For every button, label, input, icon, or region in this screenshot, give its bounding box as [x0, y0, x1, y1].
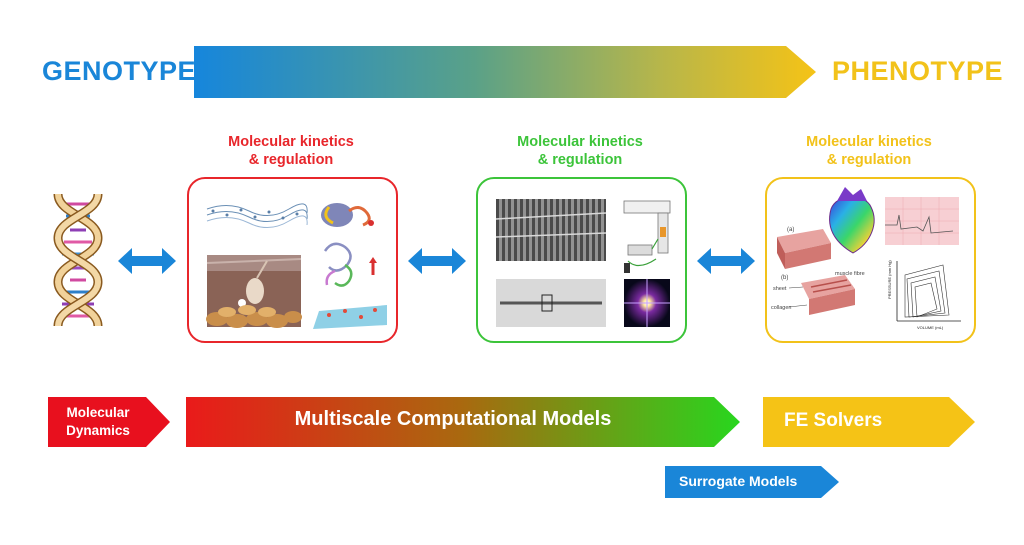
stage-1-title: Molecular kinetics & regulation: [228, 134, 354, 168]
double-arrow-icon: [408, 248, 466, 274]
stage-2-box: [476, 177, 687, 343]
microscopy-figure: [495, 199, 671, 327]
stage-1-box: [187, 177, 398, 343]
svg-text:(a): (a): [787, 227, 794, 233]
surrogate-models-label: Surrogate Models: [679, 473, 798, 489]
dna-helix-icon: [53, 193, 103, 326]
molecular-structures-figure: [206, 203, 387, 329]
stage-3-box: (a) (b) muscle fibre sheet collagen: [765, 177, 976, 343]
molecular-dynamics-label: Molecular Dynamics: [66, 405, 130, 438]
svg-text:(b): (b): [781, 275, 788, 281]
svg-text:sheet: sheet: [773, 286, 787, 292]
stage-3-title: Molecular kinetics & regulation: [806, 134, 932, 168]
double-arrow-icon: [118, 248, 176, 274]
molecular-dynamics-banner: [48, 397, 170, 447]
genotype-label: GENOTYPE: [42, 56, 197, 86]
svg-text:muscle fibre: muscle fibre: [835, 271, 865, 277]
tissue-organ-figure: (a) (b) muscle fibre sheet collagen: [771, 187, 961, 330]
multiscale-models-label: Multiscale Computational Models: [294, 408, 612, 430]
multiscale-models-banner: [186, 397, 740, 447]
stage-2-title: Molecular kinetics & regulation: [517, 134, 643, 168]
double-arrow-icon: [697, 248, 755, 274]
fe-solvers-banner: [763, 397, 975, 447]
svg-text:collagen: collagen: [771, 305, 792, 311]
surrogate-models-banner: [665, 466, 839, 498]
phenotype-label: PHENOTYPE: [832, 56, 1004, 86]
svg-text:PRESSURE (mm Hg): PRESSURE (mm Hg): [887, 260, 892, 299]
fe-solvers-label: FE Solvers: [784, 410, 883, 431]
svg-text:VOLUME (mL): VOLUME (mL): [917, 325, 944, 330]
genotype-phenotype-arrow: [194, 46, 816, 98]
